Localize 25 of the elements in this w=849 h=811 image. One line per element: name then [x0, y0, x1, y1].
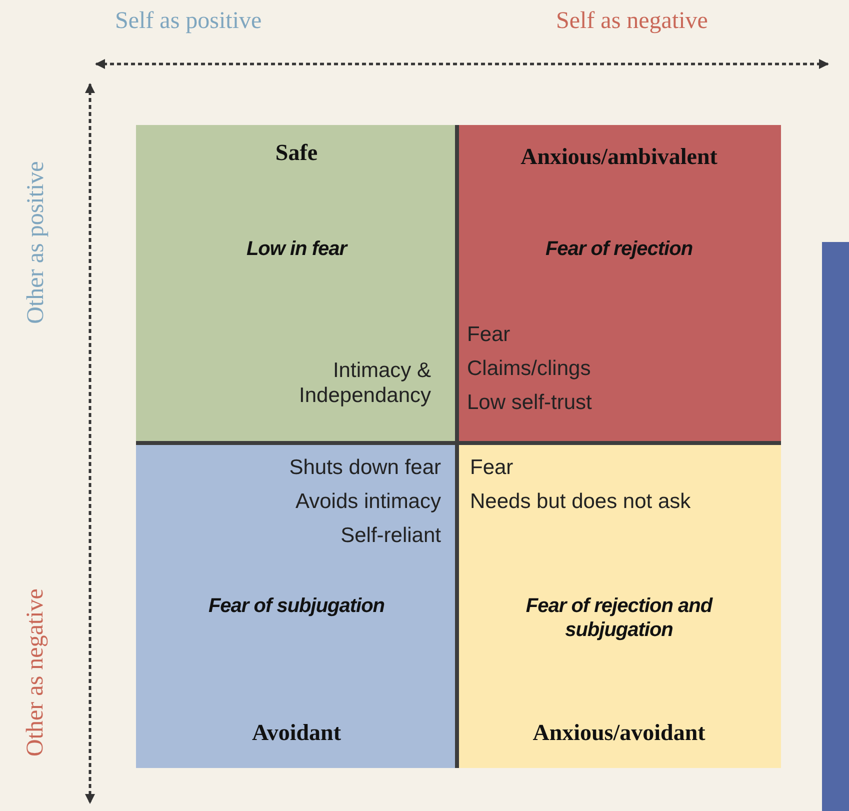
axis-label: Self as negative [556, 8, 708, 35]
quadrant-title: Safe [274, 139, 319, 167]
trait-text: Fear [470, 455, 514, 480]
quadrant-title: Anxious/ambivalent [520, 143, 718, 171]
trait-text: Avoids intimacy [294, 489, 441, 514]
quadrant-subtitle: Low in fear [245, 237, 349, 261]
axis-label: Self as positive [115, 8, 262, 35]
trait-text: Shuts down fear [288, 455, 441, 480]
quadrant-panel [136, 443, 457, 768]
axis-label: Other as negative [22, 588, 50, 756]
quadrant-subtitle: Fear of subjugation [207, 594, 386, 618]
trait-text: Needs but does not ask [470, 489, 691, 514]
quadrant-panel [457, 443, 781, 768]
quadrant-panel [136, 125, 457, 443]
axis-label: Other as positive [22, 160, 50, 324]
trait-text: Low self-trust [467, 390, 592, 416]
trait-text: Self-reliant [340, 523, 441, 548]
quadrant-panel [457, 125, 781, 443]
quadrant-title: Anxious/avoidant [532, 719, 706, 747]
trait-text: Claims/clings [467, 356, 591, 382]
quadrant-title: Avoidant [250, 719, 342, 747]
quadrant-subtitle: Fear of rejection [544, 237, 694, 261]
quadrant-subtitle: Fear of rejection and subjugation [524, 594, 714, 642]
trait-text: Intimacy & Independancy [298, 358, 431, 408]
trait-text: Fear [467, 322, 510, 348]
